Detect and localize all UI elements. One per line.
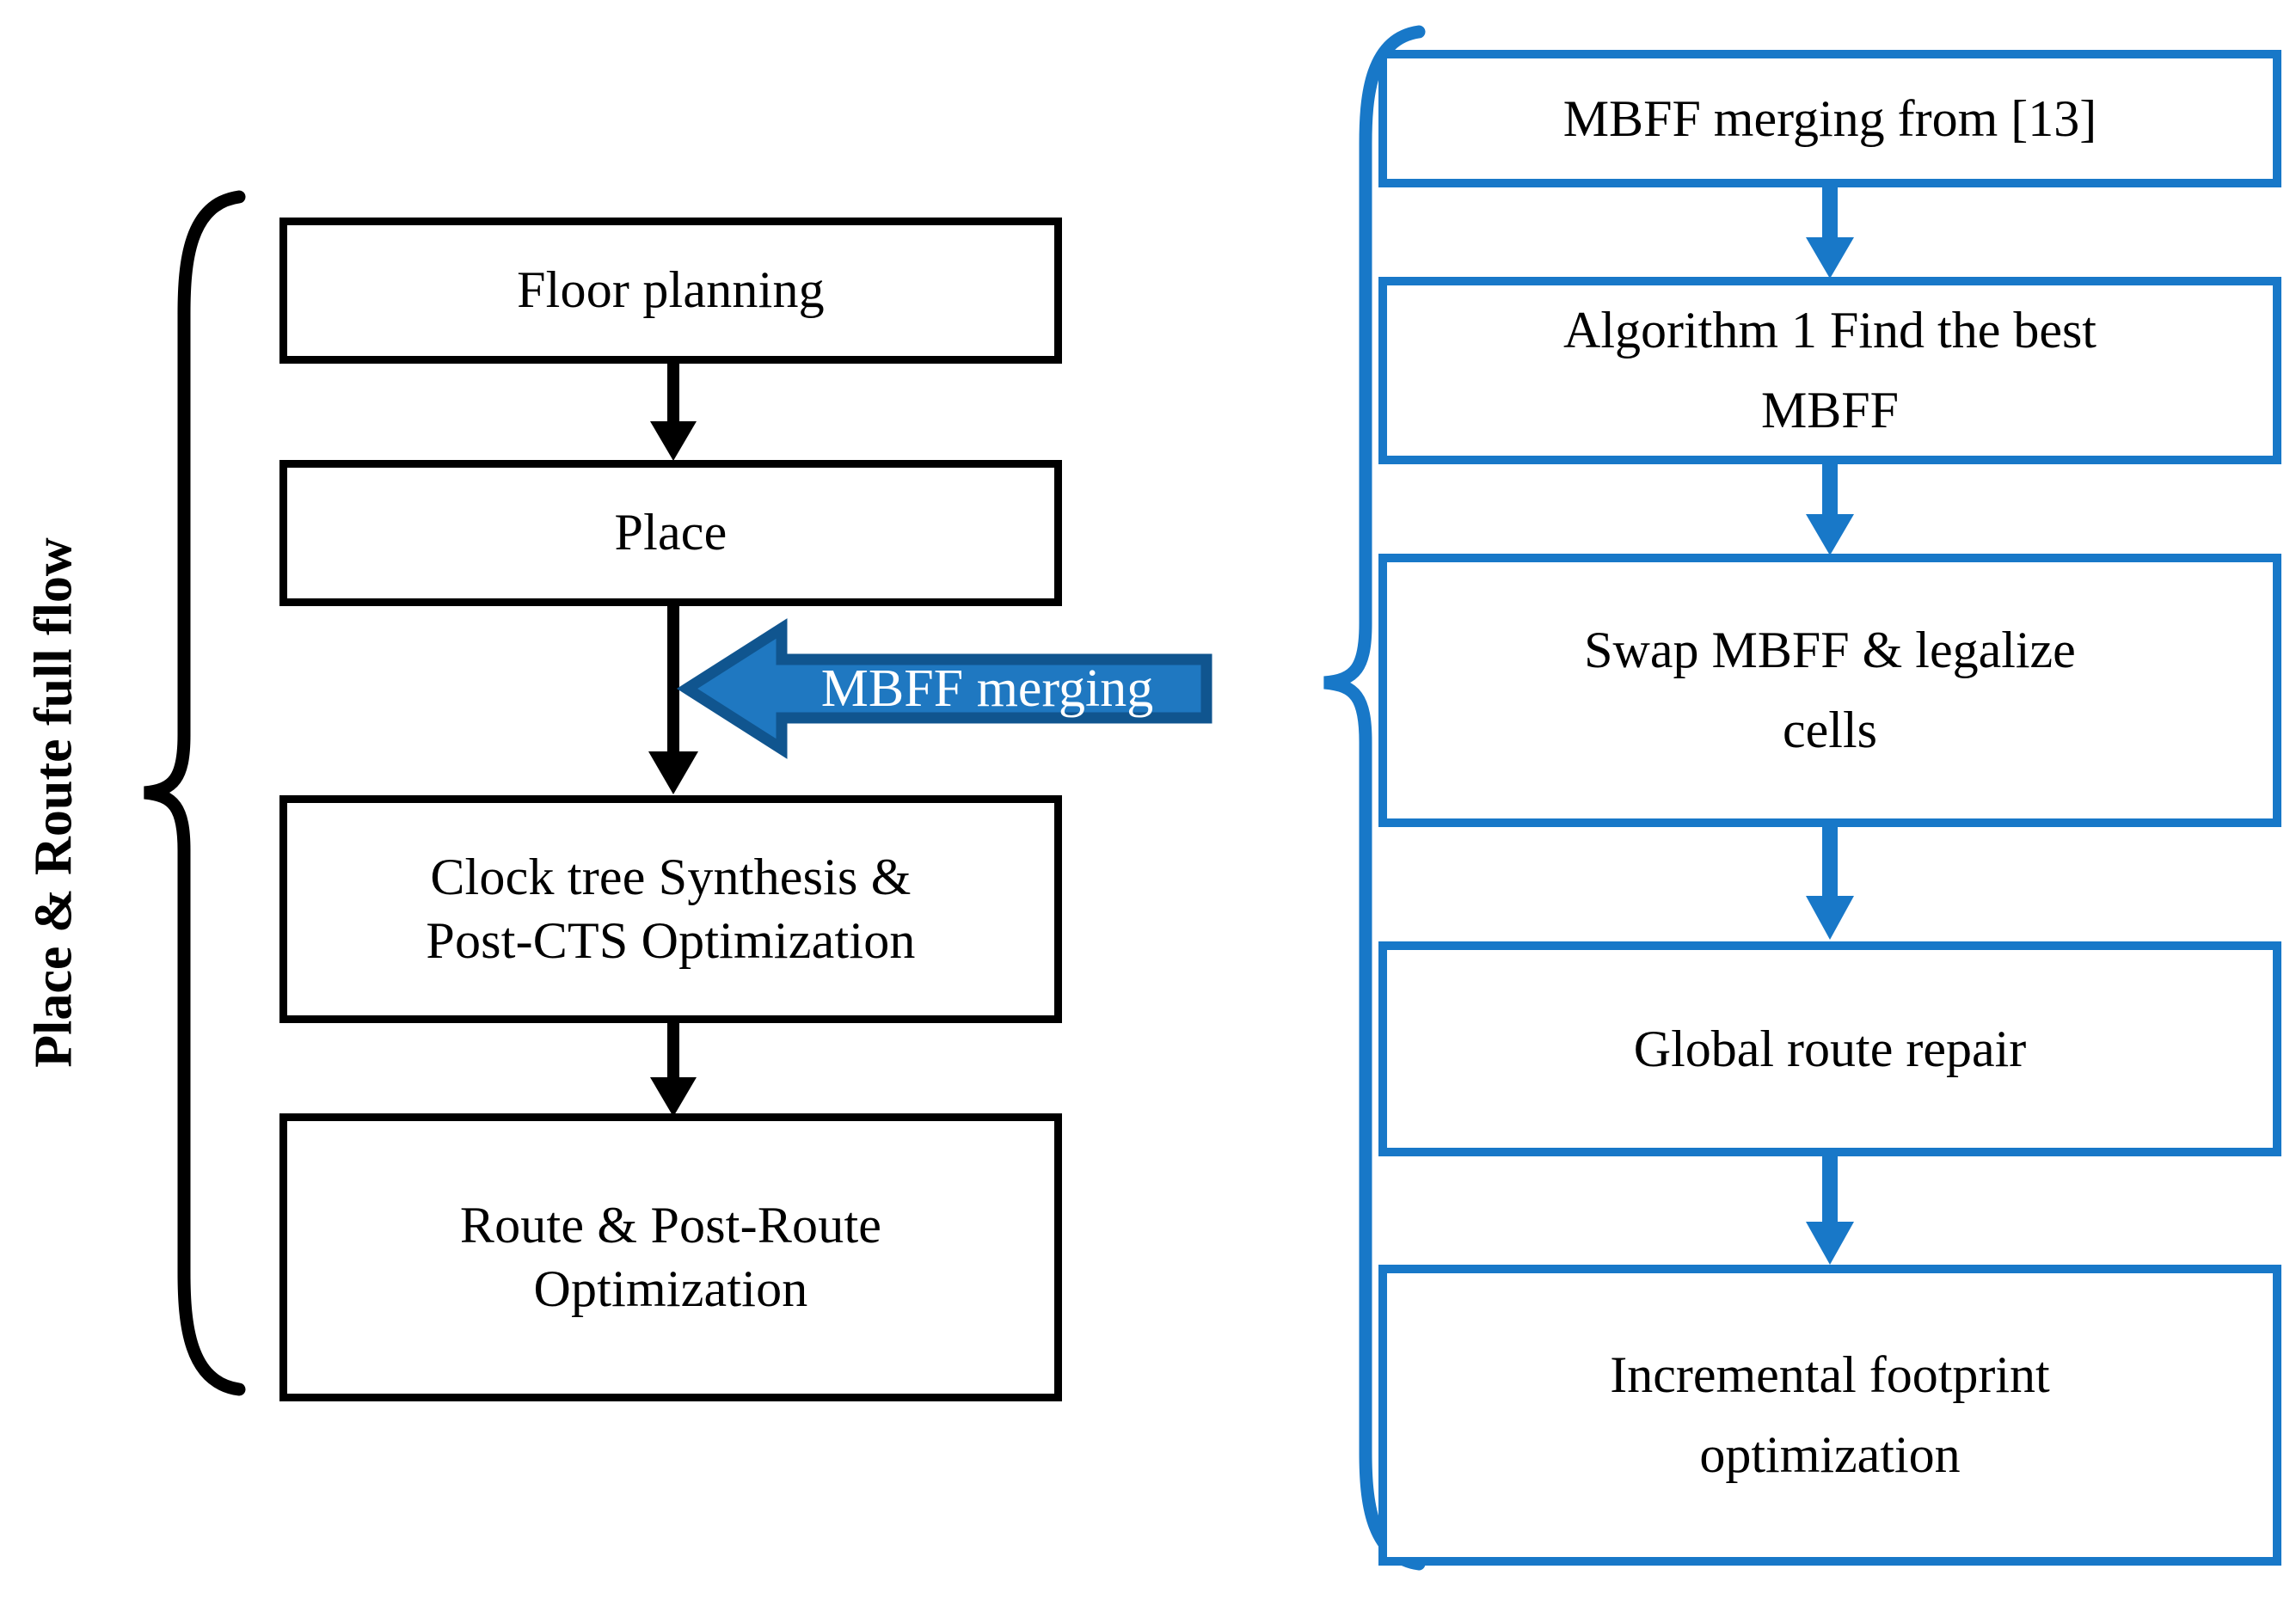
arrow-floorplan-to-place [650, 361, 697, 461]
blue-box-swap-legalize[interactable]: Swap MBFF & legalize cells [1378, 554, 2281, 827]
arrow-algorithm1-to-swap [1806, 463, 1854, 555]
blue-box-incremental-footprint[interactable]: Incremental footprint optimization [1378, 1265, 2281, 1566]
arrow-cts-to-route [650, 1021, 697, 1117]
flow-box-cts[interactable]: Clock tree Synthesis & Post-CTS Optimiza… [279, 795, 1062, 1023]
blue-box-label-line2: MBFF [1760, 382, 1900, 438]
blue-box-label-line1: Algorithm 1 Find the best [1563, 302, 2096, 359]
left-black-brace [144, 190, 246, 1396]
blue-box-label-line1: Incremental footprint [1610, 1346, 2050, 1403]
blue-box-label: MBFF merging from [13] [1562, 89, 2097, 147]
blue-box-label-line2: cells [1783, 702, 1877, 758]
arrow-swap-to-globalroute [1806, 825, 1854, 940]
blue-box-mbff-merging-ref[interactable]: MBFF merging from [13] [1378, 50, 2281, 187]
flow-box-floor-planning[interactable]: Floor planning [279, 218, 1062, 364]
flow-box-label-line1: Route & Post-Route [459, 1197, 882, 1254]
mbff-merging-callout-arrow[interactable]: MBFF merging [676, 618, 1212, 759]
flow-box-route[interactable]: Route & Post-Route Optimization [279, 1113, 1062, 1401]
flow-box-label-line2: Post-CTS Optimization [426, 911, 916, 969]
blue-box-label: Global route repair [1633, 1020, 2027, 1077]
flow-box-label-line2: Optimization [533, 1260, 808, 1317]
arrow-globalroute-to-incremental [1806, 1155, 1854, 1265]
flow-box-place[interactable]: Place [279, 460, 1062, 606]
flow-box-label: Floor planning [517, 261, 825, 319]
blue-box-algorithm-1[interactable]: Algorithm 1 Find the best MBFF [1378, 277, 2281, 464]
blue-box-label-line1: Swap MBFF & legalize [1584, 622, 2076, 678]
blue-box-label-line2: optimization [1699, 1426, 1961, 1483]
place-and-route-full-flow-label: Place & Route full flow [24, 537, 83, 1068]
blue-box-global-route-repair[interactable]: Global route repair [1378, 941, 2281, 1156]
right-blue-brace [1323, 25, 1426, 1571]
flow-box-label: Place [614, 504, 727, 561]
arrow-place-to-cts [648, 604, 698, 794]
flow-box-label-line1: Clock tree Synthesis & [430, 849, 912, 906]
arrow-ref-to-algorithm1 [1806, 186, 1854, 279]
